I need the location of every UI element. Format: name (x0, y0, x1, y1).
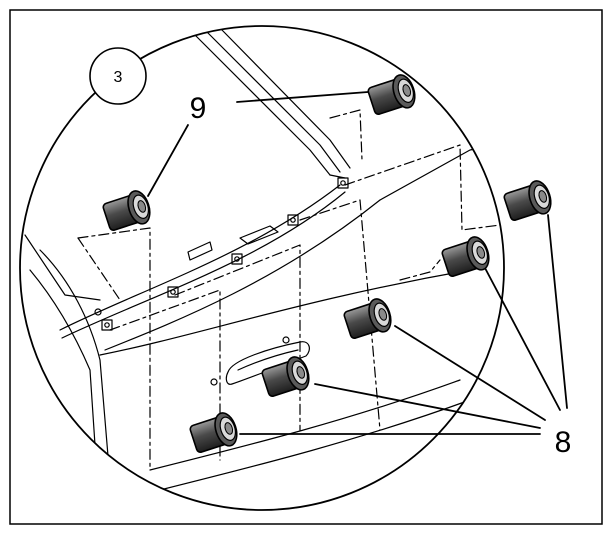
clip-bracket-3 (231, 253, 243, 265)
fastener-8-a (503, 180, 552, 221)
callout-9-leaders (147, 91, 369, 197)
callout-8-leaders (239, 214, 568, 435)
clip-bracket-1 (101, 319, 113, 331)
fastener-9-top (367, 74, 416, 115)
tailgate-structure (24, 29, 504, 491)
fastener-8-e (189, 412, 238, 453)
clip-bracket-2 (167, 286, 179, 298)
clip-bracket-4 (287, 214, 299, 226)
fastener-9-left (102, 190, 151, 231)
detail-magnifier-circle (19, 25, 505, 511)
clip-bracket-5 (337, 177, 349, 189)
step-badge: 3 (89, 47, 147, 105)
fastener-8-c (343, 298, 392, 339)
callout-9-label: 9 (190, 92, 207, 125)
fastener-8-d (261, 356, 310, 397)
step-number: 3 (114, 69, 123, 86)
fastener-8-b (441, 236, 490, 277)
callout-8-label: 8 (555, 426, 572, 459)
